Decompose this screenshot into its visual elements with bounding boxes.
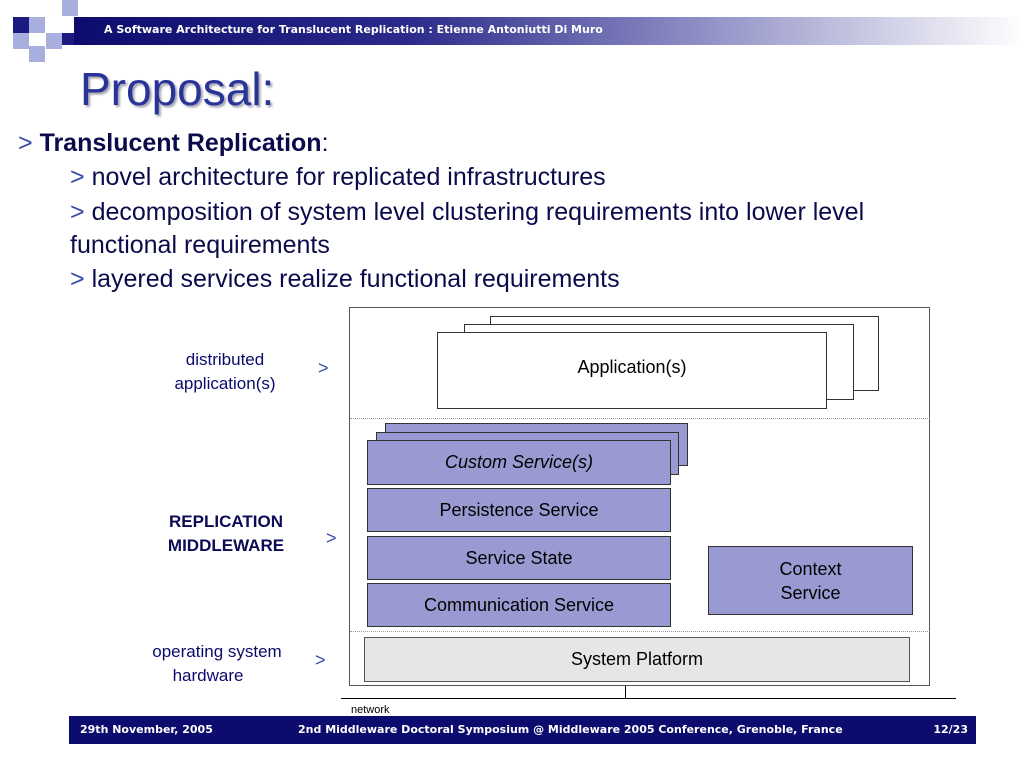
label-distributed-applications: distributed application(s) (140, 348, 310, 396)
layer-separator (350, 418, 930, 419)
bullet-main: > Translucent Replication: (18, 129, 329, 158)
bullet-marker: > (70, 163, 85, 191)
layer-arrow: > (318, 358, 329, 378)
custom-service-label: Custom Service(s) (444, 452, 594, 472)
persistence-service-label: Persistence Service (439, 499, 599, 520)
custom-service-box: Custom Service(s) (367, 440, 671, 485)
bullet-sub-1-text: novel architecture for replicated infras… (91, 163, 606, 191)
layer-arrow: > (315, 650, 326, 670)
architecture-diagram (349, 307, 930, 686)
communication-service-box: Communication Service (367, 583, 671, 627)
logo-square (29, 17, 45, 33)
logo-square (29, 46, 45, 62)
application-box: Application(s) (437, 332, 827, 409)
network-connector (625, 686, 626, 698)
communication-service-label: Communication Service (423, 594, 615, 615)
label-line: hardware (172, 666, 244, 685)
label-line: distributed (185, 350, 265, 369)
network-label: network (351, 704, 390, 716)
context-service-label: Context (779, 558, 842, 579)
logo-square (62, 0, 78, 16)
footer-date: 29th November, 2005 (80, 723, 213, 736)
application-label: Application(s) (577, 357, 687, 377)
footer-bar: 29th November, 2005 2nd Middleware Docto… (69, 716, 976, 744)
label-line: application(s) (174, 374, 276, 393)
bullet-marker: > (70, 265, 85, 293)
header-title: A Software Architecture for Translucent … (104, 23, 603, 36)
logo-square (13, 17, 29, 33)
bullet-sub-3: > layered services realize functional re… (70, 265, 620, 294)
label-line: REPLICATION (169, 512, 283, 531)
layer-separator (350, 631, 930, 632)
bullet-marker: > (18, 129, 33, 157)
bullet-sub-1: > novel architecture for replicated infr… (70, 163, 606, 192)
persistence-service-box: Persistence Service (367, 488, 671, 532)
slide-title: Proposal: (80, 63, 275, 115)
label-line: operating system (152, 642, 282, 661)
bullet-sub-2-text: decomposition of system level clustering… (91, 198, 865, 226)
footer-event: 2nd Middleware Doctoral Symposium @ Midd… (298, 723, 843, 736)
label-os-hardware: operating system hardware (132, 640, 302, 688)
bullet-sub-2-cont: functional requirements (70, 231, 330, 259)
label-line: MIDDLEWARE (167, 536, 285, 555)
bullet-marker: > (70, 198, 85, 226)
layer-arrow: > (326, 528, 337, 548)
bullet-sub-2: > decomposition of system level clusteri… (70, 198, 864, 227)
bullet-main-colon: : (321, 129, 329, 157)
bullet-main-bold: Translucent Replication (39, 129, 322, 157)
context-service-box: Context Service (708, 546, 913, 615)
header-band (74, 17, 1024, 45)
service-state-box: Service State (367, 536, 671, 580)
system-platform-label: System Platform (570, 649, 704, 669)
network-line (341, 698, 956, 699)
logo-square (13, 33, 29, 49)
system-platform-box: System Platform (364, 637, 910, 682)
label-replication-middleware: REPLICATION MIDDLEWARE (140, 510, 312, 558)
bullet-sub-3-text: layered services realize functional requ… (91, 265, 620, 293)
logo-square (62, 33, 74, 45)
service-state-label: Service State (465, 547, 573, 568)
context-service-label: Service (780, 582, 841, 603)
logo-square (46, 33, 62, 49)
footer-page-number: 12/23 (933, 723, 968, 736)
